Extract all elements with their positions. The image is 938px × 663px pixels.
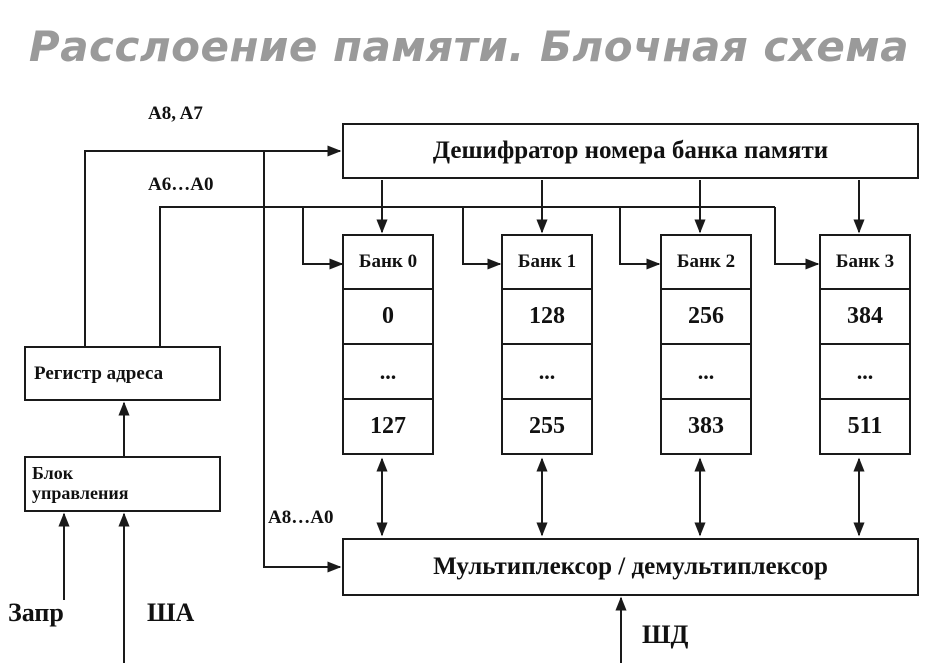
bank-3-first-address: 384 [821,290,909,345]
bank-3: Банк 3 384 ... 511 [819,234,911,455]
signal-shd-label: ШД [642,620,689,649]
bank-2-title: Банк 2 [662,236,750,290]
bank-0-first-address: 0 [344,290,432,345]
bank-1-first-address: 128 [503,290,591,345]
signal-sha-label: ША [147,598,195,627]
a8-a7-line [84,145,342,346]
bank-2-last-address: 383 [688,413,724,439]
control-label-line1: Блок [32,463,74,484]
a8-a0-line [263,151,342,573]
signal-zapr-label: Запр [8,598,64,627]
bank-3-ellipsis: ... [821,345,909,400]
bank-1-title: Банк 1 [503,236,591,290]
mux-demux-box: Мультиплексор / демультиплексор [342,538,919,596]
bus-to-bank3 [774,207,820,270]
bank-1-last-address: 255 [529,413,565,439]
signal-a6-a0-label: A6…A0 [148,174,214,195]
bank-0-title: Банк 0 [344,236,432,290]
bank-2-ellipsis: ... [662,345,750,400]
bank-0-ellipsis: ... [344,345,432,400]
signal-a8-a7-label: A8, A7 [148,103,203,124]
bank-3-title: Банк 3 [821,236,909,290]
signal-a8-a0-label: A8…A0 [268,507,334,528]
a6-a0-bus [159,206,775,346]
address-register-box: Регистр адреса [24,346,221,401]
bus-to-bank2 [619,207,661,270]
bank-2: Банк 2 256 ... 383 [660,234,752,455]
bank-1: Банк 1 128 ... 255 [501,234,593,455]
page-title: Расслоение памяти. Блочная схема [28,22,910,71]
bank-decoder-box: Дешифратор номера банка памяти [342,123,919,179]
mux-label: Мультиплексор / демультиплексор [433,553,828,580]
bank-3-last-address: 511 [847,413,883,439]
decoder-label: Дешифратор номера банка памяти [432,137,829,164]
bus-to-bank0 [302,207,344,270]
control-block-box: Блок управления [24,456,221,512]
bank-2-first-address: 256 [662,290,750,345]
bus-to-bank1 [462,207,502,270]
bank-0-last-address: 127 [370,413,406,439]
bank-0: Банк 0 0 ... 127 [342,234,434,455]
bank-1-ellipsis: ... [503,345,591,400]
register-label: Регистр адреса [34,362,164,384]
control-label-line2: управления [32,483,129,503]
